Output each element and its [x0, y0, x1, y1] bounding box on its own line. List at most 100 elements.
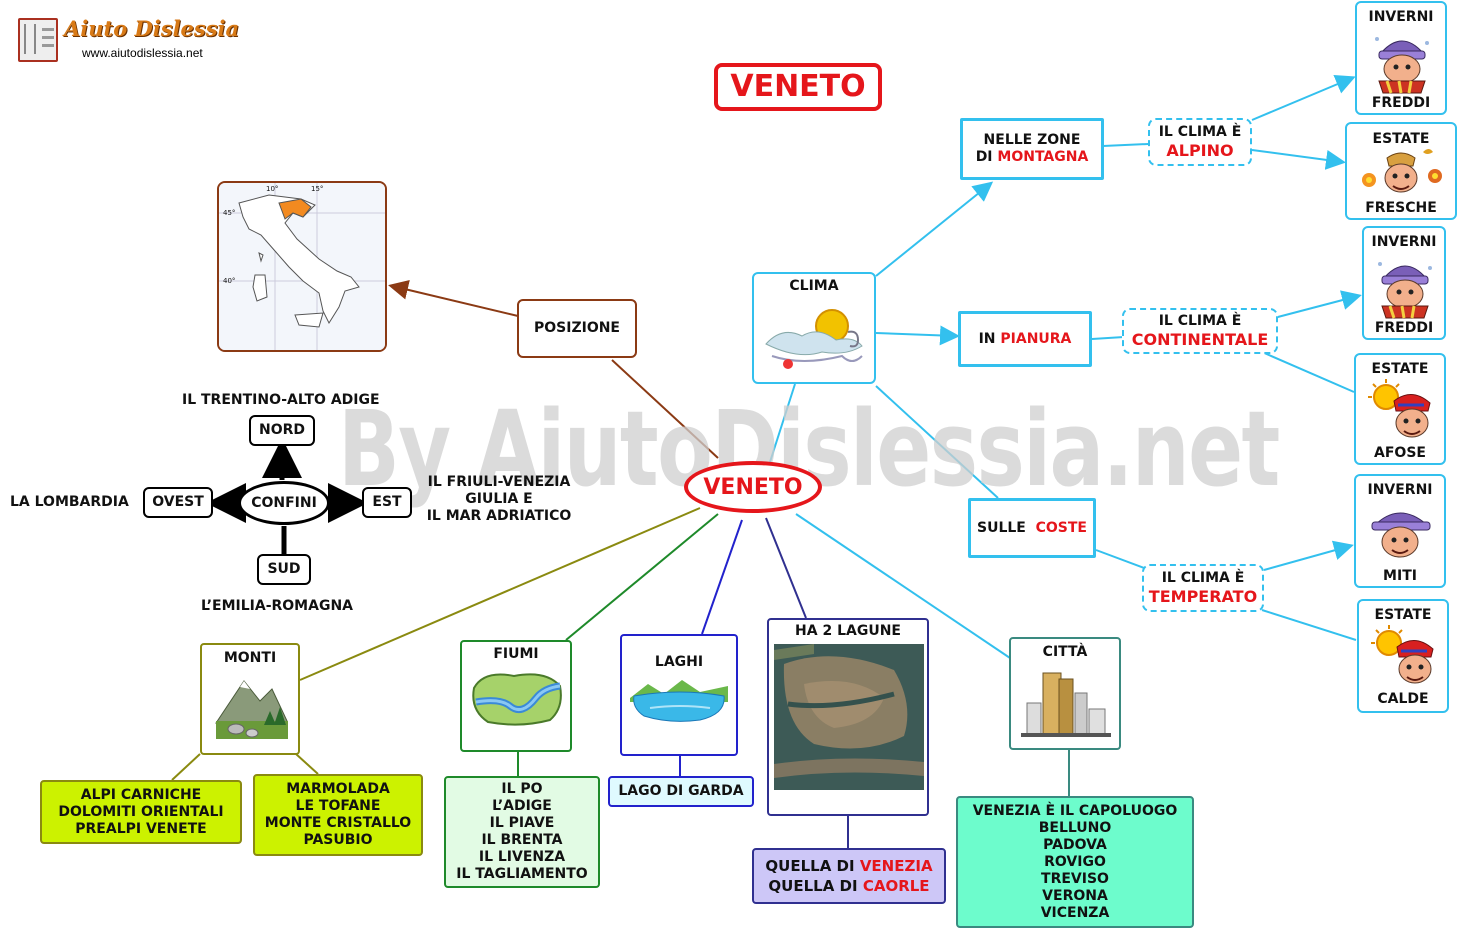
arrow-clima-pianura [875, 325, 960, 346]
hot-sun-face-icon [1371, 625, 1434, 684]
lagune-list: QUELLA DI VENEZIA QUELLA DI CAORLE [752, 848, 946, 904]
citta-item: PADOVA [1043, 836, 1107, 853]
monti-label: MONTI [223, 650, 277, 666]
river-icon [472, 673, 562, 726]
est-label: EST [372, 494, 402, 510]
confini-nord-text: IL TRENTINO-ALTO ADIGE [182, 392, 380, 408]
card-top-label: ESTATE [1372, 131, 1430, 147]
arrow-clima-montagna [875, 181, 994, 277]
arrow-alpino-inverni [1251, 74, 1356, 121]
arrow-posizione-map [388, 279, 519, 317]
continentale-label: IL CLIMA È [1158, 313, 1242, 329]
confini-nord-box[interactable]: NORD [249, 415, 315, 446]
card-top-label: INVERNI [1371, 234, 1437, 250]
continentale-value: CONTINENTALE [1131, 330, 1269, 349]
citta-item: TREVISO [1041, 870, 1109, 887]
arrow-alpino-estate [1251, 149, 1346, 170]
citta-item: VICENZA [1040, 904, 1110, 921]
laghi-item: LAGO DI GARDA [618, 783, 744, 799]
card-alpino-estate[interactable]: ESTATE FRESCHE [1345, 122, 1457, 220]
fiumi-item: IL PO [501, 781, 543, 797]
card-continentale-estate[interactable]: ESTATE AFOSE [1354, 353, 1446, 465]
brand-logo[interactable]: Aiuto Dislessia www.aiutodislessia.net [18, 16, 239, 64]
continentale-node[interactable]: IL CLIMA È CONTINENTALE [1122, 308, 1278, 354]
coste-node[interactable]: SULLE COSTE [968, 498, 1096, 558]
citta-item: BELLUNO [1038, 819, 1112, 836]
temperato-node[interactable]: IL CLIMA È TEMPERATO [1142, 564, 1264, 612]
monti-item: PREALPI VENETE [75, 820, 207, 837]
coste-line: SULLE COSTE [977, 520, 1087, 537]
card-bottom-label: MITI [1383, 568, 1417, 584]
weather-icon [765, 309, 863, 369]
monti-node[interactable]: MONTI [200, 643, 300, 755]
card-bottom-label: FREDDI [1374, 320, 1434, 336]
line-center-clima [769, 383, 796, 463]
card-top-label: ESTATE [1371, 361, 1429, 377]
confini-center[interactable]: CONFINI [238, 481, 330, 525]
citta-node[interactable]: CITTÀ [1009, 637, 1121, 750]
fiumi-item: IL PIAVE [489, 815, 555, 831]
confini-est-box[interactable]: EST [362, 487, 412, 518]
confini-ovest-box[interactable]: OVEST [143, 487, 213, 518]
center-text: VENETO [703, 474, 803, 500]
hot-sun-face-icon [1368, 379, 1431, 438]
fiumi-item: IL LIVENZA [478, 849, 566, 865]
fiumi-node[interactable]: FIUMI [460, 640, 572, 752]
card-alpino-inverni[interactable]: INVERNI FREDDI [1355, 1, 1447, 115]
montagna-line2: DI MONTAGNA [976, 149, 1089, 166]
coste-place: COSTE [1035, 519, 1087, 536]
clima-node[interactable]: CLIMA [752, 272, 876, 384]
fiumi-item: IL TAGLIAMENTO [456, 866, 588, 882]
page-title: VENETO [714, 63, 882, 111]
posizione-label: POSIZIONE [534, 320, 620, 336]
lagune-prefix: QUELLA DI [765, 857, 855, 875]
line-center-laghi [701, 519, 743, 635]
confini-est-text: IL FRIULI-VENEZIA GIULIA E IL MAR ADRIAT… [418, 474, 580, 525]
lagune-node[interactable]: HA 2 LAGUNE [767, 618, 929, 816]
card-bottom-label: CALDE [1377, 691, 1429, 707]
mountains-icon [215, 680, 288, 739]
monti-item: LE TOFANE [295, 798, 381, 814]
lagune-value: CAORLE [862, 877, 930, 895]
italy-map-drawing [219, 183, 385, 350]
ovest-label: OVEST [152, 494, 204, 510]
clima-label: CLIMA [789, 278, 839, 294]
alpino-node[interactable]: IL CLIMA È ALPINO [1148, 118, 1252, 166]
confini-sud-text: L’EMILIA-ROMAGNA [201, 598, 353, 614]
fiumi-label: FIUMI [493, 646, 539, 662]
card-temperato-estate[interactable]: ESTATE CALDE [1357, 599, 1449, 713]
laghi-list: LAGO DI GARDA [608, 776, 754, 807]
citta-label: CITTÀ [1042, 644, 1088, 660]
citta-item: VERONA [1042, 887, 1108, 904]
montagna-node[interactable]: NELLE ZONE DI MONTAGNA [960, 118, 1104, 180]
center-node[interactable]: VENETO [684, 461, 822, 513]
montagna-place: MONTAGNA [997, 149, 1089, 165]
line-clima-coste [875, 385, 999, 499]
map-lon-10: 10° [266, 185, 279, 193]
card-temperato-inverni[interactable]: INVERNI MITI [1354, 474, 1446, 588]
arrow-temperato-inverni [1263, 540, 1354, 571]
alpino-label: IL CLIMA È [1158, 124, 1242, 140]
montagna-prefix: NELLE ZONE [983, 132, 1081, 148]
cold-face-icon [1378, 262, 1432, 319]
map-lat-40: 40° [223, 277, 236, 285]
laghi-node[interactable]: LAGHI [620, 634, 738, 756]
citta-item: ROVIGO [1044, 853, 1106, 870]
card-top-label: INVERNI [1367, 482, 1433, 498]
pianura-node[interactable]: IN PIANURA [958, 311, 1092, 367]
brand-name: Aiuto Dislessia [64, 16, 240, 41]
coste-prefix: SULLE [977, 519, 1026, 536]
card-continentale-inverni[interactable]: INVERNI FREDDI [1362, 226, 1446, 340]
confini-label: CONFINI [251, 494, 317, 511]
monti-item: ALPI CARNICHE [80, 786, 202, 803]
lagoon-satellite-image [774, 644, 924, 790]
map-lat-45: 45° [223, 209, 236, 217]
book-icon [18, 18, 58, 62]
line-center-citta [795, 513, 1011, 659]
fiumi-list: IL PO L’ADIGE IL PIAVE IL BRENTA IL LIVE… [444, 776, 600, 888]
confini-sud-box[interactable]: SUD [257, 554, 311, 585]
card-top-label: INVERNI [1368, 9, 1434, 25]
card-top-label: ESTATE [1374, 607, 1432, 623]
posizione-node[interactable]: POSIZIONE [517, 299, 637, 358]
monti-item: DOLOMITI ORIENTALI [58, 803, 224, 820]
